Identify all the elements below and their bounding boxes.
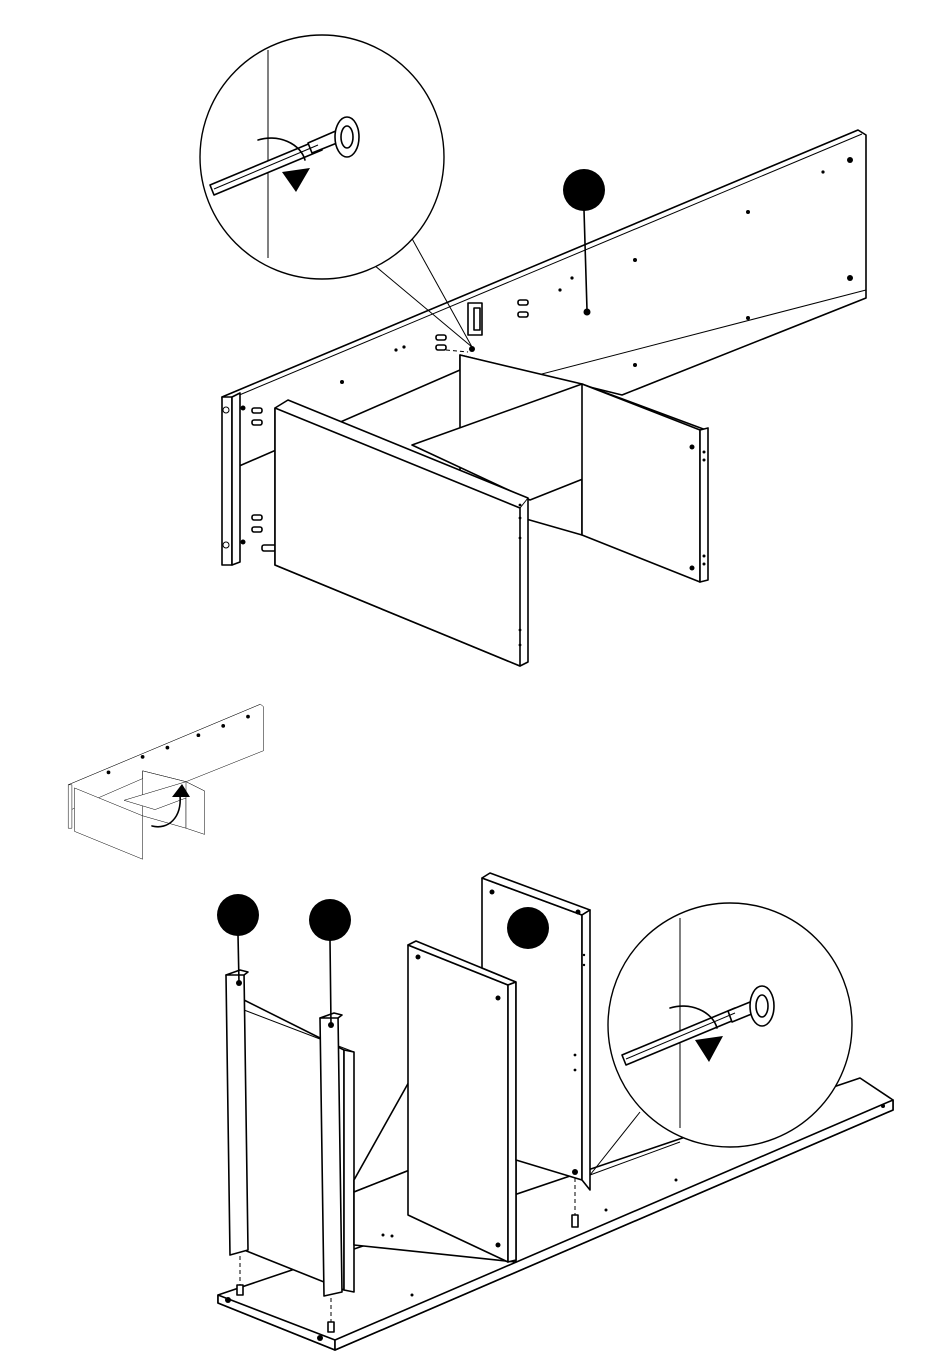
right-side-panel	[582, 384, 708, 582]
cam-lock-fitting	[468, 303, 482, 335]
vertical-leg-left	[226, 970, 248, 1295]
detail-magnifier-bottom	[608, 903, 852, 1147]
detail-magnifier-top	[200, 35, 444, 279]
middle-upright-panel	[408, 941, 516, 1262]
part-callout-right-leg	[309, 899, 351, 1025]
part-callout-back-panel	[507, 907, 549, 949]
flip-hint-assembly	[68, 704, 263, 859]
part-callout-left-leg	[217, 894, 259, 983]
bottom-assembly	[217, 873, 893, 1350]
vertical-leg-right	[320, 1013, 342, 1332]
top-assembly	[200, 35, 866, 666]
